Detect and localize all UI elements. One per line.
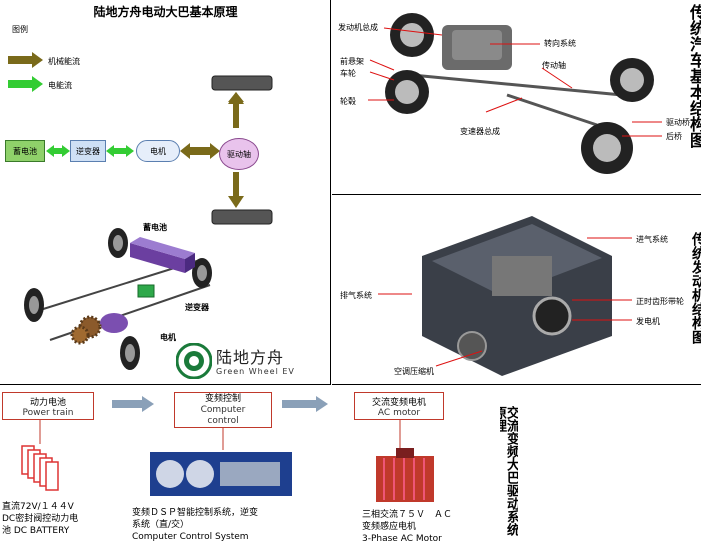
elec-arrow-1 [46, 145, 70, 157]
box2-en1: Computer [200, 404, 246, 415]
label-intake: 进气系统 [636, 235, 668, 244]
principle-panel: 陆地方舟电动大巴基本原理 图例 机械能流 电能流 蓄电池 逆变器 电机 驱动轴 [0, 0, 331, 385]
label-3d-battery: 蓄电池 [143, 223, 167, 232]
cap3-line3: 3-Phase AC Motor [362, 534, 442, 544]
engine-illustration [378, 216, 632, 376]
legend-mech-arrow-icon [8, 52, 43, 68]
mech-arrow-down [228, 172, 244, 208]
cap3-line2: 变频感应电机 [362, 522, 417, 532]
logo-name-en: Green Wheel EV [216, 367, 295, 376]
cap1-line1: 直流72V/１４４V [2, 502, 74, 512]
label-drive-axle: 驱动桥 [666, 118, 690, 127]
box2-cn: 变频控制 [204, 393, 241, 404]
cap3-line1: 三相交流７５Ｖ ＡＣ [362, 510, 453, 520]
arrow-right-icon [282, 396, 328, 412]
box-freq-control: 变频控制 Computer control [174, 392, 272, 428]
flow-arrows [21, 396, 434, 502]
flow-diagram [46, 75, 273, 225]
cap1-line2: DC密封阀控动力电 [2, 514, 79, 524]
battery-cells-icon [21, 445, 59, 491]
label-hub: 轮毂 [340, 97, 356, 106]
label-driveshaft: 传动轴 [542, 61, 566, 70]
rear-tire-icon [211, 209, 273, 225]
box3-cn: 交流变频电机 [371, 397, 426, 408]
motor-block [100, 313, 128, 333]
label-steering: 转向系统 [544, 39, 576, 48]
cap2-line3: Computer Control System [132, 532, 249, 542]
label-3d-motor: 电机 [160, 333, 176, 342]
box1-en: Power train [22, 407, 74, 418]
mech-arrow-h [180, 143, 220, 159]
label-front-susp: 前悬架 [340, 57, 364, 66]
battery-block [130, 243, 185, 273]
legend-elec-label: 电能流 [48, 81, 72, 90]
label-wheel: 车轮 [340, 69, 356, 78]
node-drive-axle: 驱动轴 [219, 138, 259, 170]
inverter-block [137, 284, 155, 298]
label-3d-inverter: 逆变器 [185, 303, 209, 312]
cap2-line1: 变频ＤＳＰ智能控制系统，逆变 [132, 508, 259, 518]
legend-elec-arrow-icon [8, 76, 43, 92]
label-ac-compressor: 空调压缩机 [394, 367, 434, 376]
label-timing-belt: 正时齿形带轮 [636, 297, 684, 306]
principle-title: 陆地方舟电动大巴基本原理 [93, 5, 238, 19]
drive-system-panel: 动力电池 Power train 变频控制 Computer control 交… [0, 386, 701, 548]
elec-arrow-2 [106, 145, 134, 157]
chassis-panel: 发动机总成 转向系统 前悬架 车轮 传动轴 轮毂 变速器总成 驱动桥 后桥 [332, 0, 701, 195]
box-power-battery: 动力电池 Power train [2, 392, 94, 420]
drivetrain-illustration [24, 228, 212, 370]
node-inverter: 逆变器 [70, 140, 106, 162]
cap2-line2: 系统（直/交） [132, 520, 190, 530]
label-rear-axle: 后桥 [666, 132, 682, 141]
engine-panel: 进气系统 排气系统 正时齿形带轮 发电机 空调压缩机 [332, 196, 701, 385]
label-exhaust: 排气系统 [340, 291, 372, 300]
box2-en2: control [207, 415, 239, 426]
label-transmission: 变速器总成 [460, 127, 500, 136]
cap1-line3: 池 DC BATTERY [2, 526, 70, 536]
label-generator: 发电机 [636, 317, 660, 326]
side-text-drive-system: 交流变频大巴驱动系统原理 [500, 406, 518, 536]
legend-heading: 图例 [12, 25, 28, 34]
side-text-engine: 传统发动机结构图 [690, 232, 701, 344]
box-ac-motor: 交流变频电机 AC motor [354, 392, 444, 420]
green-wheel-logo-icon [176, 343, 212, 379]
side-text-chassis: 传统汽车基本结构图 [690, 4, 701, 148]
box3-en: AC motor [377, 407, 421, 418]
box1-cn: 动力电池 [29, 397, 66, 408]
legend-mech-label: 机械能流 [48, 57, 80, 66]
chassis-illustration [368, 13, 662, 174]
logo-name-cn: 陆地方舟 [216, 348, 285, 367]
node-motor: 电机 [136, 140, 180, 162]
arrow-right-icon [112, 396, 154, 412]
node-battery: 蓄电池 [5, 140, 45, 162]
label-engine: 发动机总成 [338, 23, 378, 32]
front-tire-icon [211, 75, 273, 91]
